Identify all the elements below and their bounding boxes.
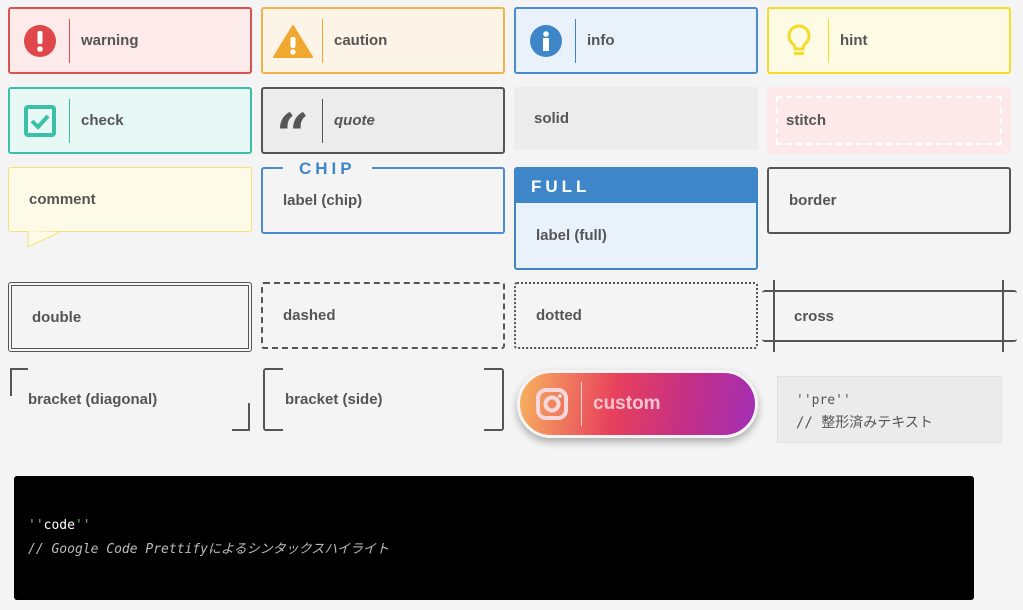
caution-box: caution bbox=[261, 7, 505, 74]
caution-icon bbox=[263, 18, 323, 63]
stitch-text: stitch bbox=[786, 112, 827, 129]
dotted-text: dotted bbox=[536, 307, 582, 324]
stitch-inner: stitch bbox=[776, 96, 1002, 145]
cross-text: cross bbox=[794, 307, 835, 325]
bracket-left-caps bbox=[265, 368, 283, 431]
full-box: FULL label (full) bbox=[514, 167, 758, 270]
quote-text: quote bbox=[334, 112, 375, 129]
code-block: ''code'' // Google Code Prettifyによるシンタック… bbox=[14, 476, 974, 600]
solid-box: solid bbox=[514, 87, 758, 150]
warning-box: warning bbox=[8, 7, 252, 74]
stitch-box: stitch bbox=[767, 87, 1011, 154]
check-text: check bbox=[81, 112, 124, 129]
comment-box: comment bbox=[8, 167, 252, 232]
border-box: border bbox=[767, 167, 1011, 234]
chip-box: label (chip) CHIP bbox=[261, 159, 505, 234]
bracket-diagonal-box: bracket (diagonal) bbox=[8, 368, 252, 431]
full-label: FULL bbox=[516, 169, 756, 203]
code-quote-close: '' bbox=[74, 518, 91, 533]
comment-text: comment bbox=[29, 191, 96, 208]
info-text: info bbox=[587, 32, 615, 49]
info-icon bbox=[516, 18, 576, 63]
dashed-box: dashed bbox=[261, 282, 505, 349]
bracket-bottom-right bbox=[232, 403, 250, 431]
bracket-top-left bbox=[10, 368, 28, 396]
bracket-side-text: bracket (side) bbox=[285, 391, 383, 408]
code-line-1: ''code'' bbox=[28, 514, 960, 538]
warning-text: warning bbox=[81, 32, 139, 49]
chip-label: CHIP bbox=[283, 159, 372, 179]
code-word: code bbox=[43, 518, 75, 533]
custom-text: custom bbox=[593, 393, 661, 414]
quote-box: “ quote bbox=[261, 87, 505, 169]
lightbulb-icon bbox=[769, 18, 829, 63]
hint-box: hint bbox=[767, 7, 1011, 74]
comment-tail bbox=[27, 231, 61, 248]
dashed-text: dashed bbox=[283, 307, 336, 324]
instagram-icon bbox=[522, 382, 582, 426]
pre-line-2: // 整形済みテキスト bbox=[796, 415, 933, 431]
double-text: double bbox=[32, 308, 82, 326]
dotted-box: dotted bbox=[514, 282, 758, 349]
cross-box: cross bbox=[762, 290, 1017, 342]
chip-text: label (chip) bbox=[283, 192, 363, 209]
border-text: border bbox=[789, 192, 837, 209]
checkbox-icon bbox=[10, 98, 70, 143]
bracket-side-box: bracket (side) bbox=[263, 368, 504, 431]
bracket-diagonal-text: bracket (diagonal) bbox=[28, 391, 158, 408]
custom-box: custom bbox=[517, 370, 758, 438]
check-box: check bbox=[8, 87, 252, 154]
warning-icon bbox=[10, 18, 70, 63]
hint-text: hint bbox=[840, 32, 868, 49]
code-line-2: // Google Code Prettifyによるシンタックスハイライト bbox=[28, 542, 389, 557]
full-text: label (full) bbox=[536, 227, 607, 244]
caution-text: caution bbox=[334, 32, 388, 49]
code-quote-open: '' bbox=[28, 518, 44, 533]
pre-block: ''pre'' // 整形済みテキスト bbox=[777, 376, 1002, 443]
cross-line-right bbox=[1002, 280, 1004, 352]
double-box: double bbox=[8, 282, 252, 352]
quote-icon: “ bbox=[263, 98, 323, 169]
info-box: info bbox=[514, 7, 758, 74]
bracket-right-caps bbox=[484, 368, 502, 431]
solid-text: solid bbox=[534, 110, 570, 127]
cross-line-left bbox=[773, 280, 775, 352]
pre-line-1: ''pre'' bbox=[796, 393, 851, 408]
